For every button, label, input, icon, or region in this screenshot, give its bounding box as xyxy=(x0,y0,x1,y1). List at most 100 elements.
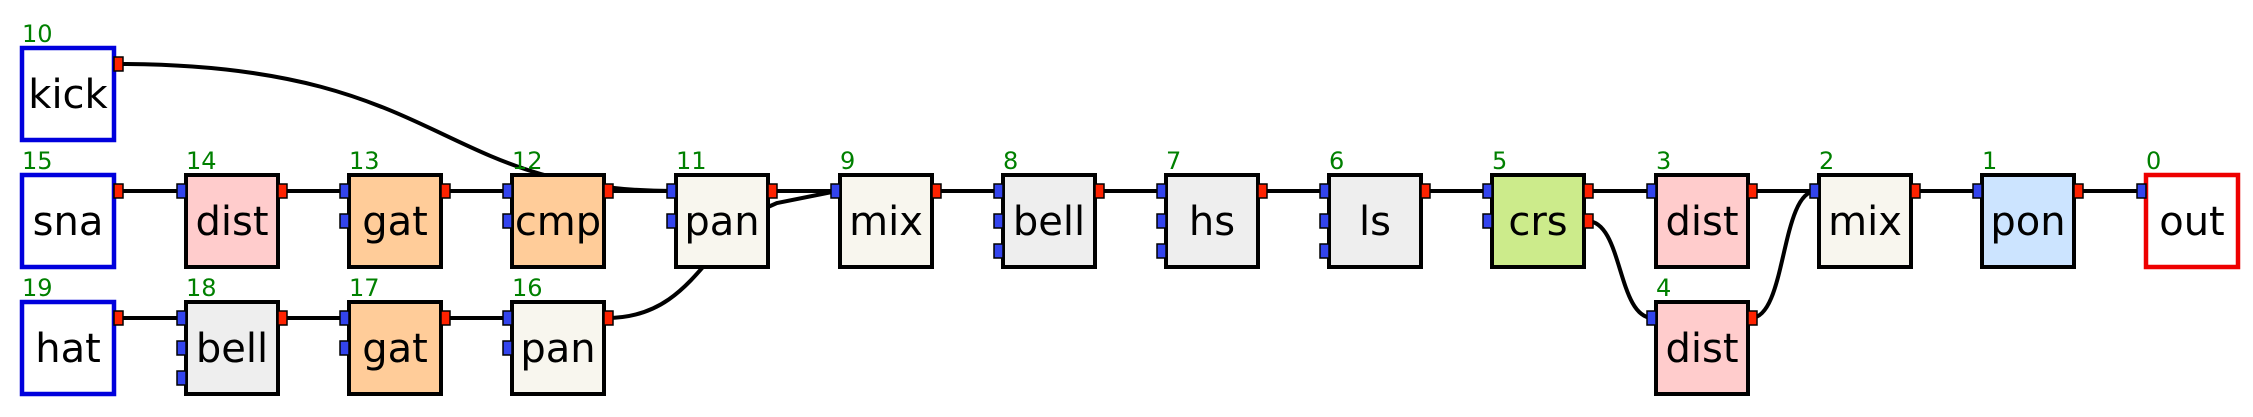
output-port-5-0[interactable] xyxy=(1583,183,1594,199)
input-port-11-0[interactable] xyxy=(666,183,677,199)
input-port-13-1[interactable] xyxy=(339,213,350,229)
output-port-19-0[interactable] xyxy=(113,310,124,326)
node-box-19[interactable] xyxy=(19,299,117,397)
node-box-16[interactable] xyxy=(510,300,606,396)
input-port-14-0[interactable] xyxy=(176,183,187,199)
node-box-15[interactable] xyxy=(19,172,117,270)
node-box-10[interactable] xyxy=(19,45,117,143)
output-port-10-0[interactable] xyxy=(113,56,124,72)
output-port-13-0[interactable] xyxy=(440,183,451,199)
node-id: 17 xyxy=(349,274,380,302)
input-port-11-1[interactable] xyxy=(666,213,677,229)
input-port-8-2[interactable] xyxy=(993,243,1004,259)
output-port-1-0[interactable] xyxy=(2073,183,2084,199)
input-port-9-0[interactable] xyxy=(830,183,841,199)
node-box-17[interactable] xyxy=(347,300,443,396)
wire-4-to-2 xyxy=(1750,189,1817,320)
input-port-12-0[interactable] xyxy=(502,183,513,199)
node-id: 11 xyxy=(676,147,707,175)
node-label: gat xyxy=(362,199,428,245)
input-port-6-1[interactable] xyxy=(1319,213,1330,229)
input-port-2-0[interactable] xyxy=(1809,183,1820,199)
input-port-16-1[interactable] xyxy=(502,340,513,356)
input-port-16-0[interactable] xyxy=(502,310,513,326)
node-label: pan xyxy=(520,326,595,372)
output-port-4-0[interactable] xyxy=(1747,310,1758,326)
output-port-5-1[interactable] xyxy=(1583,213,1594,229)
input-port-7-0[interactable] xyxy=(1156,183,1167,199)
input-port-1-0[interactable] xyxy=(1972,183,1983,199)
output-port-2-0[interactable] xyxy=(1910,183,1921,199)
wire-5-to-4 xyxy=(1586,219,1654,320)
output-port-12-0[interactable] xyxy=(603,183,614,199)
output-port-3-0[interactable] xyxy=(1747,183,1758,199)
node-hs-7[interactable]: hs7 xyxy=(1156,147,1268,269)
output-port-9-0[interactable] xyxy=(931,183,942,199)
input-port-17-0[interactable] xyxy=(339,310,350,326)
output-port-7-0[interactable] xyxy=(1257,183,1268,199)
node-label: out xyxy=(2159,199,2225,245)
node-box-3[interactable] xyxy=(1654,173,1750,269)
input-port-5-0[interactable] xyxy=(1482,183,1493,199)
input-port-6-2[interactable] xyxy=(1319,243,1330,259)
node-box-4[interactable] xyxy=(1654,300,1750,396)
node-id: 9 xyxy=(840,147,855,175)
output-port-8-0[interactable] xyxy=(1094,183,1105,199)
node-box-11[interactable] xyxy=(674,173,770,269)
output-port-11-0[interactable] xyxy=(767,183,778,199)
node-id: 15 xyxy=(22,147,53,175)
node-label: mix xyxy=(1828,199,1902,245)
output-port-17-0[interactable] xyxy=(440,310,451,326)
node-box-0[interactable] xyxy=(2143,172,2241,270)
node-box-14[interactable] xyxy=(184,173,280,269)
input-port-6-0[interactable] xyxy=(1319,183,1330,199)
input-port-0-0[interactable] xyxy=(2136,183,2147,199)
output-port-18-0[interactable] xyxy=(277,310,288,326)
node-box-7[interactable] xyxy=(1164,173,1260,269)
input-port-18-0[interactable] xyxy=(176,310,187,326)
node-label: crs xyxy=(1508,199,1567,245)
node-box-2[interactable] xyxy=(1817,173,1913,269)
input-port-8-0[interactable] xyxy=(993,183,1004,199)
input-port-12-1[interactable] xyxy=(502,213,513,229)
input-port-7-1[interactable] xyxy=(1156,213,1167,229)
input-port-3-0[interactable] xyxy=(1646,183,1657,199)
output-port-16-0[interactable] xyxy=(603,310,614,326)
input-port-17-1[interactable] xyxy=(339,340,350,356)
node-box-1[interactable] xyxy=(1980,173,2076,269)
input-port-13-0[interactable] xyxy=(339,183,350,199)
input-port-4-0[interactable] xyxy=(1646,310,1657,326)
node-box-6[interactable] xyxy=(1327,173,1423,269)
node-box-8[interactable] xyxy=(1001,173,1097,269)
node-id: 3 xyxy=(1656,147,1671,175)
node-ls-6[interactable]: ls6 xyxy=(1319,147,1431,269)
input-port-7-2[interactable] xyxy=(1156,243,1167,259)
input-port-18-2[interactable] xyxy=(176,370,187,386)
input-port-18-1[interactable] xyxy=(176,340,187,356)
node-box-13[interactable] xyxy=(347,173,443,269)
input-port-5-1[interactable] xyxy=(1482,213,1493,229)
output-port-14-0[interactable] xyxy=(277,183,288,199)
output-port-6-0[interactable] xyxy=(1420,183,1431,199)
input-port-8-1[interactable] xyxy=(993,213,1004,229)
node-box-9[interactable] xyxy=(838,173,934,269)
output-port-15-0[interactable] xyxy=(113,183,124,199)
